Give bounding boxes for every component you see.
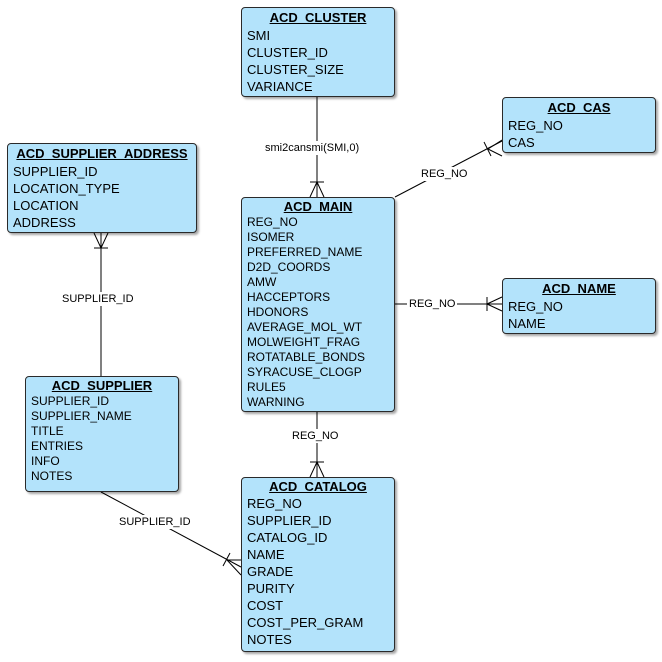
entity-field: INFO [31, 454, 60, 468]
relationship-label-supplier-catalog: SUPPLIER_ID [117, 515, 193, 529]
relationship-label-main-cas: REG_NO [419, 167, 470, 181]
entity-field: ISOMER [247, 230, 295, 244]
entity-acd-main[interactable]: ACD_MAIN REG_NO ISOMER PREFERRED_NAME D2… [241, 197, 395, 412]
entity-field: REG_NO [247, 215, 298, 229]
entity-acd-cluster[interactable]: ACD_CLUSTER SMI CLUSTER_ID CLUSTER_SIZE … [241, 7, 395, 97]
entity-title: ACD_CATALOG [269, 479, 367, 494]
entity-field: NAME [508, 316, 546, 331]
entity-title: ACD_CAS [547, 100, 611, 115]
entity-title: ACD_NAME [542, 281, 616, 296]
entity-field: HACCEPTORS [247, 290, 331, 304]
entity-field: PREFERRED_NAME [247, 245, 363, 259]
entity-field: NOTES [31, 469, 73, 483]
entity-acd-name[interactable]: ACD_NAME REG_NO NAME [502, 278, 656, 334]
entity-field: ROTATABLE_BONDS [247, 350, 366, 364]
entity-field: HDONORS [247, 305, 309, 319]
entity-acd-supplier[interactable]: ACD_SUPPLIER SUPPLIER_ID SUPPLIER_NAME T… [25, 376, 179, 492]
entity-acd-supplier-address[interactable]: ACD_SUPPLIER_ADDRESS SUPPLIER_ID LOCATIO… [7, 143, 197, 233]
entity-title: ACD_SUPPLIER_ADDRESS [16, 146, 188, 161]
entity-field: LOCATION [13, 198, 79, 213]
entity-field: REG_NO [508, 299, 563, 314]
entity-field: WARNING [247, 395, 305, 409]
entity-field: REG_NO [247, 496, 302, 511]
entity-field: NAME [247, 547, 285, 562]
entity-field: AVERAGE_MOL_WT [247, 320, 363, 334]
entity-field: SUPPLIER_ID [31, 394, 110, 408]
entity-field: AMW [247, 275, 277, 289]
entity-field: SUPPLIER_ID [247, 513, 332, 528]
entity-title: ACD_CLUSTER [269, 10, 367, 25]
relationship-label-main-name: REG_NO [407, 297, 458, 311]
entity-field: CATALOG_ID [247, 530, 328, 545]
entity-field: GRADE [247, 564, 294, 579]
entity-field: CAS [508, 135, 535, 150]
relationship-label-main-catalog: REG_NO [290, 429, 341, 443]
relationship-label-cluster-main: smi2cansmi(SMI,0) [263, 141, 362, 155]
entity-field: REG_NO [508, 118, 563, 133]
entity-field: PURITY [247, 581, 295, 596]
entity-field: CLUSTER_ID [247, 45, 328, 60]
entity-field: TITLE [31, 424, 64, 438]
relationship-label-supplier-address: SUPPLIER_ID [60, 292, 136, 306]
entity-field: SYRACUSE_CLOGP [247, 365, 362, 379]
entity-field: COST [247, 598, 284, 613]
entity-field: SMI [247, 28, 271, 43]
relationship-line-supplier-catalog [100, 491, 242, 576]
entity-field: NOTES [247, 632, 292, 647]
entity-field: MOLWEIGHT_FRAG [247, 335, 361, 349]
entity-title: ACD_SUPPLIER [51, 378, 153, 393]
entity-title: ACD_MAIN [283, 199, 353, 214]
entity-field: LOCATION_TYPE [13, 181, 120, 196]
entity-field: VARIANCE [247, 79, 313, 94]
entity-field: SUPPLIER_NAME [31, 409, 132, 423]
entity-field: SUPPLIER_ID [13, 164, 98, 179]
entity-field: COST_PER_GRAM [247, 615, 364, 630]
entity-field: ENTRIES [31, 439, 84, 453]
entity-acd-catalog[interactable]: ACD_CATALOG REG_NO SUPPLIER_ID CATALOG_I… [241, 477, 395, 652]
relationship-line-main-catalog [309, 412, 325, 478]
entity-field: CLUSTER_SIZE [247, 62, 344, 77]
entity-field: RULE5 [247, 380, 286, 394]
entity-acd-cas[interactable]: ACD_CAS REG_NO CAS [502, 97, 656, 153]
entity-field: ADDRESS [13, 215, 76, 230]
entity-field: D2D_COORDS [247, 260, 331, 274]
